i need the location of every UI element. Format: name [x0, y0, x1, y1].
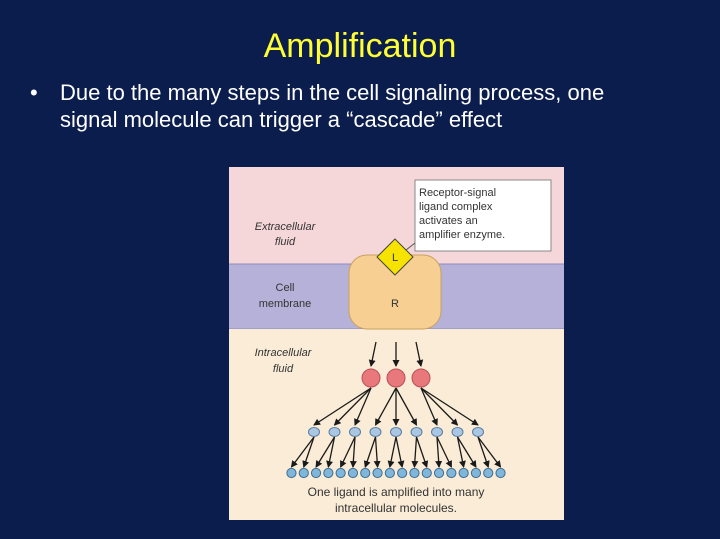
arrow-intermediate-to-product — [363, 436, 377, 468]
arrow-intermediate-to-product — [326, 436, 336, 468]
intracellular-molecule — [360, 467, 371, 479]
callout-box — [414, 179, 552, 252]
arrow-intermediate-to-product — [436, 436, 452, 468]
arrow-intermediate-to-product — [395, 436, 405, 468]
signal-amplification-diagram: Extracellular fluid Cell membrane Intrac… — [229, 167, 564, 520]
arrow-enzyme-to-intermediate — [395, 387, 418, 426]
callout-pointer — [405, 242, 416, 251]
arrow-receptor-to-enzyme — [368, 341, 377, 367]
slide-title: Amplification — [263, 27, 457, 65]
intermediate-molecule — [431, 427, 443, 437]
amplifier-enzyme — [411, 368, 431, 388]
amplifier-enzyme — [386, 368, 406, 388]
arrow-enzyme-to-intermediate — [313, 387, 372, 426]
ligand — [376, 238, 414, 276]
membrane-label-line-2: membrane — [259, 298, 312, 310]
intracellular-label-line-1: Intracellular — [255, 347, 313, 359]
intermediate-molecule — [410, 427, 423, 437]
bullet-dot: • — [30, 80, 38, 105]
bullet-line-2: signal molecule can trigger a “cascade” … — [60, 107, 503, 132]
intracellular-molecule — [409, 467, 420, 479]
intermediate-molecule — [349, 427, 361, 437]
arrow-intermediate-to-product — [340, 436, 356, 468]
intracellular-molecule — [347, 467, 359, 479]
arrow-enzyme-to-intermediate — [333, 387, 372, 426]
intracellular-molecule — [286, 467, 297, 479]
arrow-intermediate-to-product — [456, 436, 466, 468]
intermediate-molecule — [451, 427, 464, 437]
arrow-intermediate-to-product — [315, 436, 336, 468]
arrow-intermediate-to-product — [411, 436, 419, 468]
arrow-intermediate-to-product — [387, 436, 397, 468]
arrow-intermediate-to-product — [415, 436, 429, 468]
intermediate-molecule — [308, 427, 320, 437]
ligand-label: L — [392, 252, 398, 264]
intracellular-molecule — [446, 467, 457, 479]
intracellular-molecule — [483, 467, 494, 479]
callout-line-1: Receptor-signal — [419, 187, 496, 199]
intracellular-molecule — [310, 467, 322, 479]
callout-line-2: ligand complex — [419, 201, 493, 213]
intracellular-molecule — [335, 467, 346, 479]
intracellular-molecule — [470, 467, 482, 479]
membrane-label-line-1: Cell — [276, 282, 295, 294]
intracellular-molecule — [421, 467, 432, 479]
callout-line-3: activates an — [419, 215, 478, 227]
callout-line-4: amplifier enzyme. — [419, 229, 505, 241]
intracellular-molecule — [372, 467, 383, 479]
arrow-intermediate-to-product — [290, 436, 315, 468]
arrow-intermediate-to-product — [435, 436, 443, 468]
amplification-cascade — [286, 341, 506, 479]
arrow-intermediate-to-product — [477, 436, 490, 468]
caption-line-1: One ligand is amplified into many — [308, 485, 485, 499]
arrow-enzyme-to-intermediate — [420, 387, 479, 426]
intermediate-molecule — [369, 427, 382, 437]
amplifier-enzyme — [361, 368, 381, 388]
arrow-enzyme-to-intermediate — [374, 387, 397, 426]
arrow-intermediate-to-product — [477, 436, 502, 468]
intermediate-molecule — [390, 427, 402, 437]
arrow-intermediate-to-product — [349, 436, 357, 468]
arrow-enzyme-to-intermediate — [420, 387, 459, 426]
bullet-text: Due to the many steps in the cell signal… — [60, 79, 700, 133]
intracellular-molecule — [298, 467, 309, 479]
intracellular-molecule — [458, 467, 469, 479]
intracellular-molecule — [384, 467, 395, 479]
extracellular-label-line-1: Extracellular — [255, 221, 317, 233]
intracellular-molecule — [397, 467, 408, 479]
intracellular-molecule — [495, 467, 506, 479]
intermediate-molecule — [472, 427, 484, 437]
extracellular-label-line-2: fluid — [275, 236, 296, 248]
arrow-enzyme-to-intermediate — [420, 387, 438, 426]
intracellular-molecule — [323, 467, 334, 479]
bullet-line-1: Due to the many steps in the cell signal… — [60, 80, 605, 105]
arrow-intermediate-to-product — [302, 436, 315, 468]
arrow-intermediate-to-product — [456, 436, 477, 468]
arrow-enzyme-to-intermediate — [354, 387, 372, 426]
intracellular-label-line-2: fluid — [273, 363, 294, 375]
arrow-receptor-to-enzyme — [415, 341, 424, 367]
arrow-intermediate-to-product — [373, 436, 381, 468]
intracellular-molecule — [433, 467, 445, 479]
receptor-label: R — [391, 298, 399, 310]
intermediate-molecule — [328, 427, 341, 437]
caption-line-2: intracellular molecules. — [335, 501, 457, 515]
